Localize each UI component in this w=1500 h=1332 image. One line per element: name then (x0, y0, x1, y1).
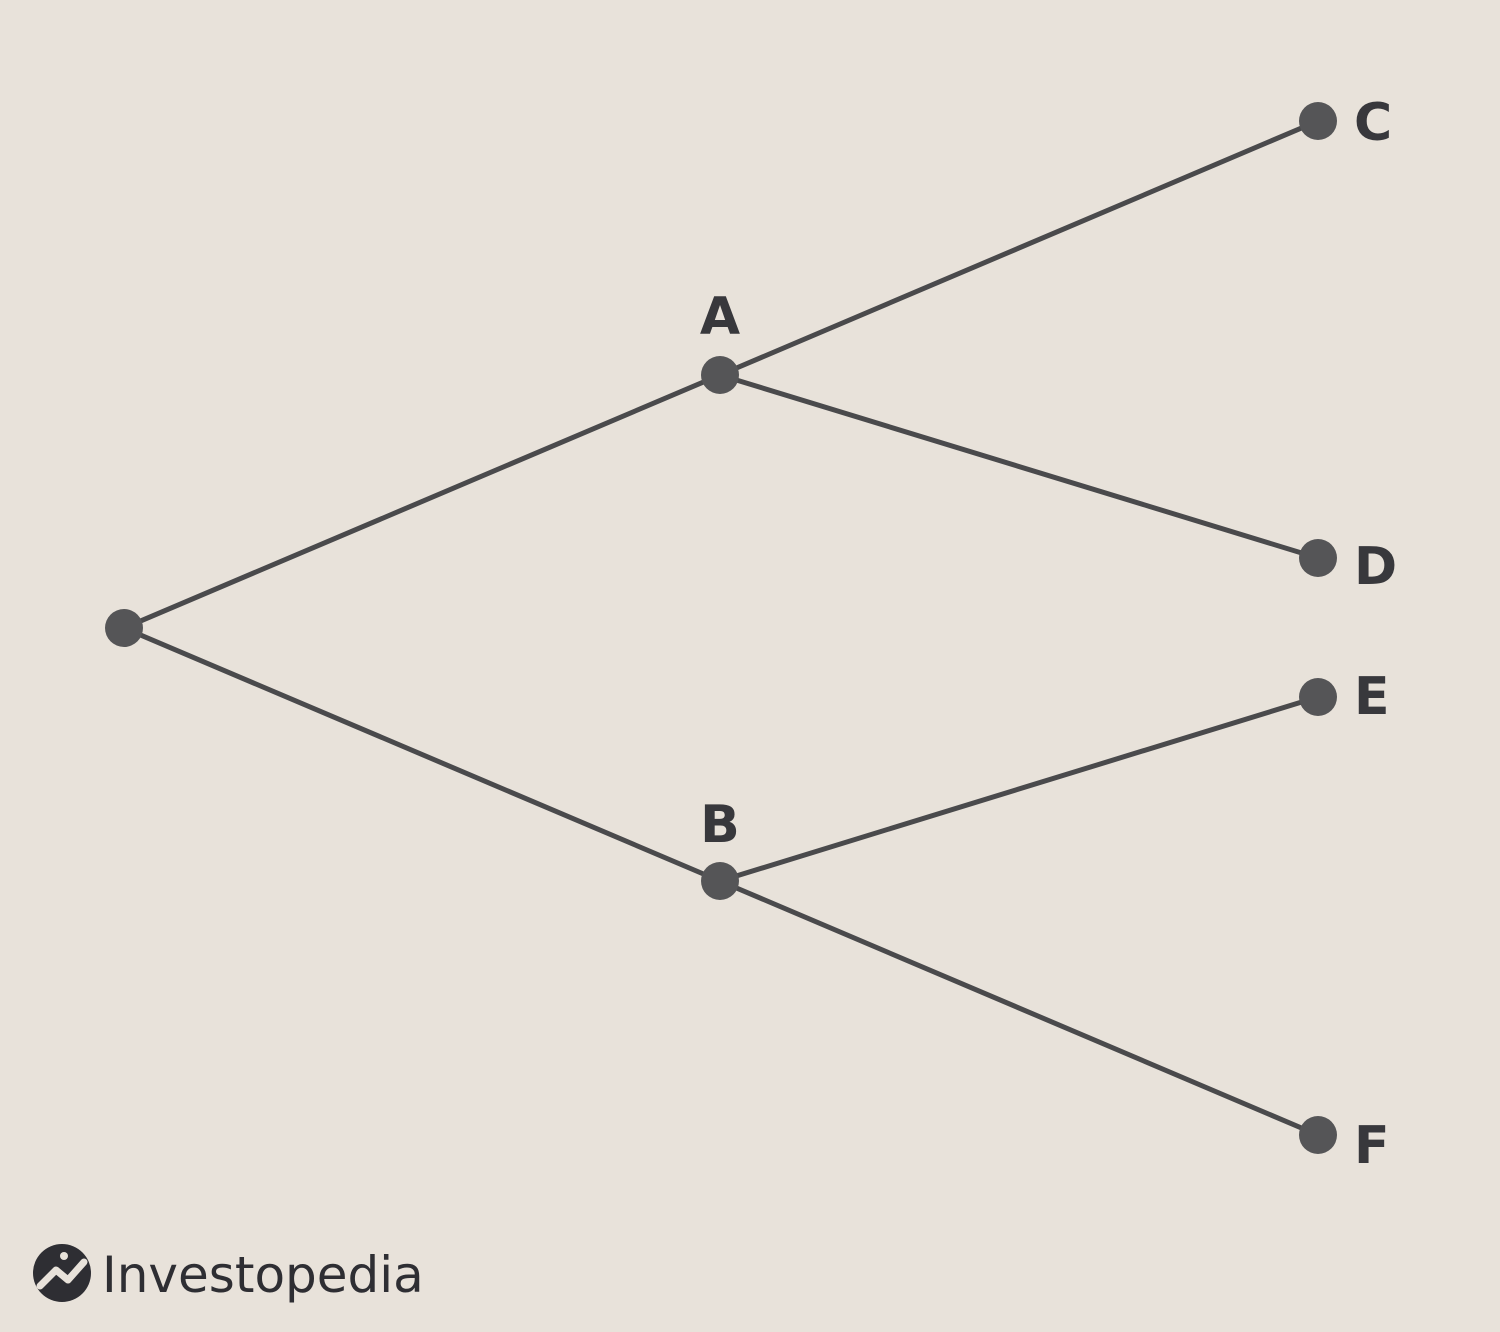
investopedia-logo-icon (33, 1244, 91, 1302)
node-c (1299, 102, 1337, 140)
edge-b-f (717, 878, 1321, 1138)
node-a (701, 356, 739, 394)
edges-layer (121, 118, 1321, 1138)
node-b (701, 862, 739, 900)
edge-root-b (121, 625, 723, 884)
edge-b-e (717, 694, 1321, 884)
node-label-f: F (1354, 1116, 1390, 1176)
node-f (1299, 1116, 1337, 1154)
node-label-a: A (700, 287, 740, 347)
labels-layer: A B C D E F (700, 93, 1397, 1176)
brand-logo: Investopedia (33, 1244, 424, 1304)
node-label-d: D (1354, 537, 1397, 597)
node-root (105, 609, 143, 647)
node-label-e: E (1354, 667, 1390, 727)
brand-name: Investopedia (102, 1246, 424, 1304)
nodes-layer (105, 102, 1337, 1154)
node-label-b: B (700, 795, 740, 855)
node-d (1299, 539, 1337, 577)
node-e (1299, 678, 1337, 716)
node-label-c: C (1354, 93, 1392, 153)
edge-a-d (717, 372, 1321, 561)
edge-a-c (717, 118, 1321, 378)
edge-root-a (121, 372, 723, 631)
